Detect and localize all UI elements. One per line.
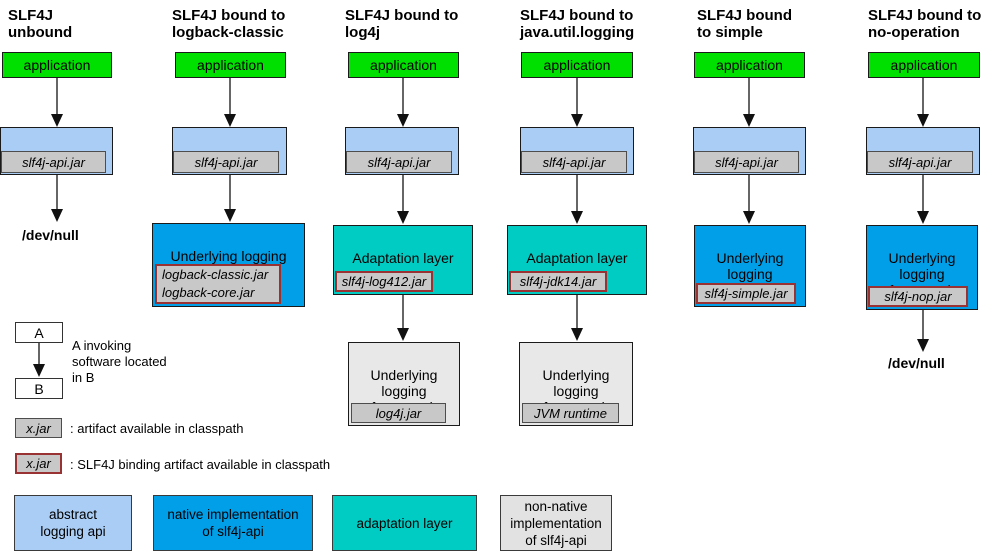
flow-arrow <box>917 78 929 127</box>
column-title-simple: SLF4J bound to simple <box>697 7 792 41</box>
adaptation-layer-label: Adaptation layer <box>526 250 628 266</box>
underlying-framework-box: Underlying logging framework slf4j-simpl… <box>694 225 806 307</box>
application-box: application <box>868 52 980 78</box>
underlying-framework-box: Underlying logging framework logback-cla… <box>152 223 305 307</box>
flow-arrow <box>571 78 583 127</box>
application-box: application <box>694 52 805 78</box>
key-nonnative-implementation: non-native implementation of slf4j-api <box>500 495 612 551</box>
flow-arrow <box>224 78 236 127</box>
slf4j-api-jar: slf4j-api.jar <box>346 151 452 173</box>
flow-arrow <box>397 175 409 224</box>
key-abstract-logging-api: abstract logging api <box>14 495 132 551</box>
slf4j-api-box: SLF4J API slf4j-api.jar <box>172 127 287 175</box>
flow-arrow <box>224 175 236 222</box>
column-title-log4j: SLF4J bound to log4j <box>345 7 459 41</box>
application-box: application <box>2 52 112 78</box>
slf4j-api-jar: slf4j-api.jar <box>694 151 799 173</box>
framework-binding-jar: logback-classic.jar logback-core.jar <box>155 264 281 304</box>
application-box: application <box>521 52 633 78</box>
slf4j-api-box: SLF4J API slf4j-api.jar <box>0 127 113 175</box>
column-title-logback: SLF4J bound to logback-classic <box>172 7 286 41</box>
key-adaptation-layer: adaptation layer <box>332 495 477 551</box>
flow-arrow <box>917 175 929 224</box>
legend-a-box: A <box>15 322 63 343</box>
slf4j-api-box: SLF4J API slf4j-api.jar <box>345 127 459 175</box>
application-box: application <box>348 52 459 78</box>
slf4j-api-box: SLF4J API slf4j-api.jar <box>866 127 980 175</box>
legend-ab-text: A invoking software located in B <box>72 338 167 385</box>
dev-null-label: /dev/null <box>22 227 79 243</box>
adaptation-binding-jar: slf4j-log412.jar <box>335 271 433 292</box>
framework-binding-jar: slf4j-simple.jar <box>696 283 796 304</box>
adaptation-layer-label: Adaptation layer <box>352 250 454 266</box>
dev-null-label: /dev/null <box>888 355 945 371</box>
adaptation-binding-jar: slf4j-jdk14.jar <box>509 271 607 292</box>
framework-jar: log4j.jar <box>351 403 446 423</box>
key-native-implementation: native implementation of slf4j-api <box>153 495 313 551</box>
legend-b-box: B <box>15 378 63 399</box>
column-title-nop: SLF4J bound to no-operation <box>868 7 982 41</box>
flow-arrow <box>397 295 409 341</box>
underlying-framework-box: Underlying logging framework log4j.jar <box>348 342 460 426</box>
framework-jar: JVM runtime <box>522 403 619 423</box>
legend-artifact-text: : artifact available in classpath <box>70 421 244 436</box>
adaptation-layer-box: Adaptation layer slf4j-log412.jar <box>333 225 473 295</box>
slf4j-api-jar: slf4j-api.jar <box>521 151 627 173</box>
flow-arrow <box>51 175 63 222</box>
flow-arrow <box>571 295 583 341</box>
flow-arrow <box>743 175 755 224</box>
legend-binding-jar: x.jar <box>15 453 62 474</box>
column-title-unbound: SLF4J unbound <box>8 7 73 41</box>
adaptation-layer-box: Adaptation layer slf4j-jdk14.jar <box>507 225 647 295</box>
slf4j-api-jar: slf4j-api.jar <box>1 151 106 173</box>
underlying-framework-box: Underlying logging framework JVM runtime <box>519 342 633 426</box>
underlying-framework-box: Underlying logging framework slf4j-nop.j… <box>866 225 978 310</box>
flow-arrow <box>743 78 755 127</box>
legend-binding-text: : SLF4J binding artifact available in cl… <box>70 457 331 472</box>
slf4j-api-box: SLF4J API slf4j-api.jar <box>520 127 634 175</box>
flow-arrow <box>917 310 929 352</box>
flow-arrow <box>51 78 63 127</box>
slf4j-api-box: SLF4J API slf4j-api.jar <box>693 127 806 175</box>
column-title-jul: SLF4J bound to java.util.logging <box>520 7 635 41</box>
flow-arrow <box>397 78 409 127</box>
legend-arrow <box>33 343 45 377</box>
flow-arrow <box>571 175 583 224</box>
slf4j-api-jar: slf4j-api.jar <box>867 151 973 173</box>
legend-artifact-jar: x.jar <box>15 418 62 438</box>
slf4j-api-jar: slf4j-api.jar <box>173 151 279 173</box>
application-box: application <box>175 52 286 78</box>
framework-binding-jar: slf4j-nop.jar <box>868 286 968 307</box>
